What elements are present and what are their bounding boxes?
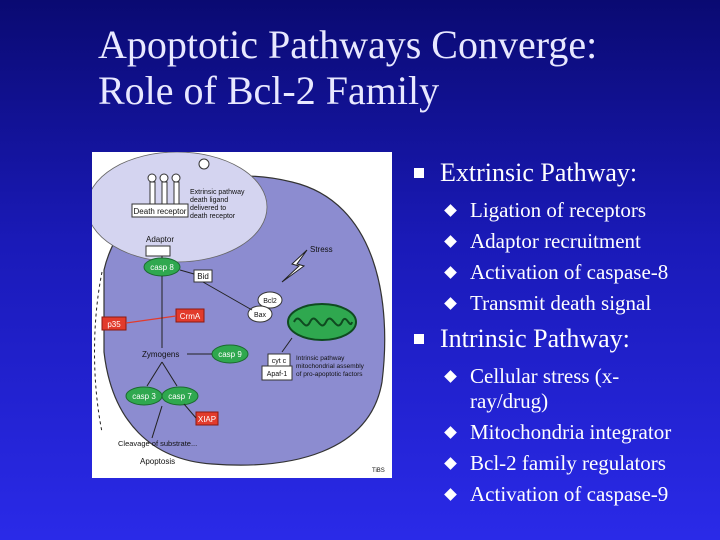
apaf1-box bbox=[261, 365, 293, 381]
apoptosis-pathway-figure: Extrinsic pathway death ligand delivered… bbox=[92, 152, 392, 478]
diamond-bullet-icon bbox=[444, 488, 457, 501]
extrinsic-label-2: death ligand bbox=[190, 197, 228, 204]
bcl2-node bbox=[257, 291, 283, 309]
xiap-label: XIAP bbox=[198, 415, 216, 424]
intrinsic-label-3: of pro-apoptotic factors bbox=[296, 371, 363, 378]
cytc-label: cyt c bbox=[272, 358, 287, 365]
pathway-diagram: Extrinsic pathway death ligand delivered… bbox=[92, 152, 386, 474]
bax-label: Bax bbox=[254, 312, 267, 319]
stress-icon bbox=[281, 249, 308, 283]
pathway-arrows bbox=[146, 256, 293, 439]
diamond-bullet-icon bbox=[444, 370, 457, 383]
extrinsic-label-3: delivered to bbox=[190, 205, 226, 212]
diamond-bullet-icon bbox=[444, 297, 457, 310]
bullet-extrinsic-label: Extrinsic Pathway: bbox=[440, 158, 638, 187]
diamond-bullet-icon bbox=[444, 204, 457, 217]
mitochondrion-cristae bbox=[293, 317, 353, 327]
extrinsic-subitems: Ligation of receptors Adaptor recruitmen… bbox=[412, 198, 712, 316]
title-line-1: Apoptotic Pathways Converge: bbox=[98, 22, 598, 67]
bullet-intrinsic-label: Intrinsic Pathway: bbox=[440, 324, 630, 353]
diamond-bullet-icon bbox=[444, 235, 457, 248]
casp3-label: casp 3 bbox=[132, 392, 156, 401]
adaptor-box bbox=[145, 245, 171, 257]
extrinsic-label-4: death receptor bbox=[190, 213, 236, 220]
apaf1-label: Apaf-1 bbox=[267, 371, 288, 378]
bullet-list: Extrinsic Pathway: Ligation of receptors… bbox=[412, 158, 712, 515]
intrinsic-label-2: mitochondrial assembly bbox=[296, 363, 365, 370]
stress-label: Stress bbox=[310, 245, 333, 254]
list-item: Ligation of receptors bbox=[442, 198, 712, 223]
inhibition-line bbox=[125, 315, 177, 324]
bullet-extrinsic: Extrinsic Pathway: bbox=[412, 158, 712, 188]
title-line-2: Role of Bcl-2 Family bbox=[98, 68, 440, 113]
casp8-label: casp 8 bbox=[150, 263, 174, 272]
p35-label: p35 bbox=[107, 320, 121, 329]
list-item: Activation of caspase-8 bbox=[442, 260, 712, 285]
death-receptor-box bbox=[131, 203, 189, 218]
casp9-label: casp 9 bbox=[218, 350, 242, 359]
list-item: Activation of caspase-9 bbox=[442, 482, 682, 507]
casp7-label: casp 7 bbox=[168, 392, 192, 401]
casp7-node bbox=[161, 386, 199, 406]
receptor-icons bbox=[147, 158, 210, 205]
crma-label: CrmA bbox=[180, 312, 201, 321]
square-bullet-icon bbox=[414, 334, 424, 344]
bcl2-label: Bcl2 bbox=[263, 298, 277, 305]
xiap-box bbox=[195, 411, 219, 426]
tibs-label: TiBS bbox=[372, 468, 385, 474]
dashed-loop bbox=[94, 271, 103, 433]
bid-label: Bid bbox=[197, 272, 209, 281]
intrinsic-subitems: Cellular stress (x-ray/drug) Mitochondri… bbox=[412, 364, 682, 507]
death-receptor-label: Death receptor bbox=[134, 207, 187, 216]
extrinsic-label-1: Extrinsic pathway bbox=[190, 189, 245, 196]
mitochondrion-icon bbox=[287, 303, 357, 341]
ligand-icon bbox=[198, 158, 210, 170]
list-item: Mitochondria integrator bbox=[442, 420, 682, 445]
p35-box bbox=[101, 316, 127, 331]
zymogens-label: Zymogens bbox=[142, 350, 179, 359]
diamond-bullet-icon bbox=[444, 426, 457, 439]
bax-node bbox=[247, 305, 273, 323]
bullet-intrinsic: Intrinsic Pathway: bbox=[412, 324, 712, 354]
slide-title: Apoptotic Pathways Converge: Role of Bcl… bbox=[98, 22, 698, 114]
intrinsic-label-1: Intrinsic pathway bbox=[296, 355, 345, 362]
list-item: Adaptor recruitment bbox=[442, 229, 712, 254]
diamond-bullet-icon bbox=[444, 457, 457, 470]
diamond-bullet-icon bbox=[444, 266, 457, 279]
adaptor-label: Adaptor bbox=[146, 235, 174, 244]
list-item: Transmit death signal bbox=[442, 291, 712, 316]
list-item: Bcl-2 family regulators bbox=[442, 451, 682, 476]
crma-box bbox=[175, 308, 205, 323]
square-bullet-icon bbox=[414, 168, 424, 178]
apoptosis-label: Apoptosis bbox=[140, 457, 175, 466]
cleavage-label: Cleavage of substrate... bbox=[118, 439, 197, 448]
list-item: Cellular stress (x-ray/drug) bbox=[442, 364, 682, 414]
